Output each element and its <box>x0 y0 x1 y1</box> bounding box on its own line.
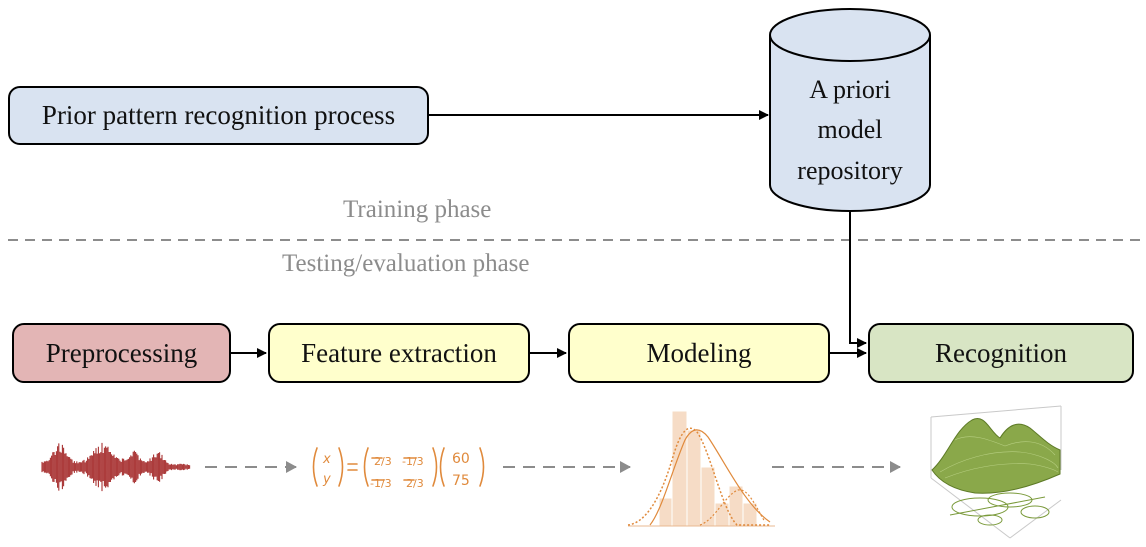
modeling-box: Modeling <box>568 323 830 383</box>
equation-text: x y 2/3 -1/3 -1/3 2/3 60 75 <box>322 451 470 490</box>
eq-x: x <box>322 452 331 467</box>
waveform-illustration <box>41 442 191 492</box>
eq-m22: 2/3 <box>406 477 424 490</box>
recognition-label: Recognition <box>935 337 1067 368</box>
waveform-path <box>41 442 191 492</box>
eq-m12: -1/3 <box>402 455 424 468</box>
repository-label-line-2: model <box>817 115 883 145</box>
surface-plot-illustration <box>930 405 1062 539</box>
feature-extraction-label: Feature extraction <box>301 337 497 368</box>
testing-phase-label: Testing/evaluation phase <box>282 250 530 277</box>
eq-m21: -1/3 <box>370 477 392 490</box>
preprocessing-box: Preprocessing <box>12 323 231 383</box>
training-phase-label: Training phase <box>343 196 492 223</box>
recognition-box: Recognition <box>868 323 1134 383</box>
repository-cylinder <box>769 8 931 212</box>
prior-pattern-recognition-label: Prior pattern recognition process <box>41 100 396 131</box>
eq-v2: 75 <box>452 473 470 489</box>
feature-extraction-box: Feature extraction <box>268 323 530 383</box>
repository-label-line-3: repository <box>797 155 903 185</box>
equation-illustration <box>312 447 485 487</box>
arrow-repository-to-recognition <box>849 211 867 348</box>
preprocessing-label: Preprocessing <box>45 337 198 368</box>
histogram-illustration <box>627 410 775 527</box>
repository-label: A priori model repository <box>775 70 925 191</box>
eq-v1: 60 <box>452 451 470 467</box>
eq-y: y <box>322 472 331 487</box>
prior-pattern-recognition-box: Prior pattern recognition process <box>8 86 429 145</box>
eq-m11: 2/3 <box>374 455 392 468</box>
repository-label-line-1: A priori <box>809 75 891 104</box>
modeling-label: Modeling <box>646 337 752 368</box>
